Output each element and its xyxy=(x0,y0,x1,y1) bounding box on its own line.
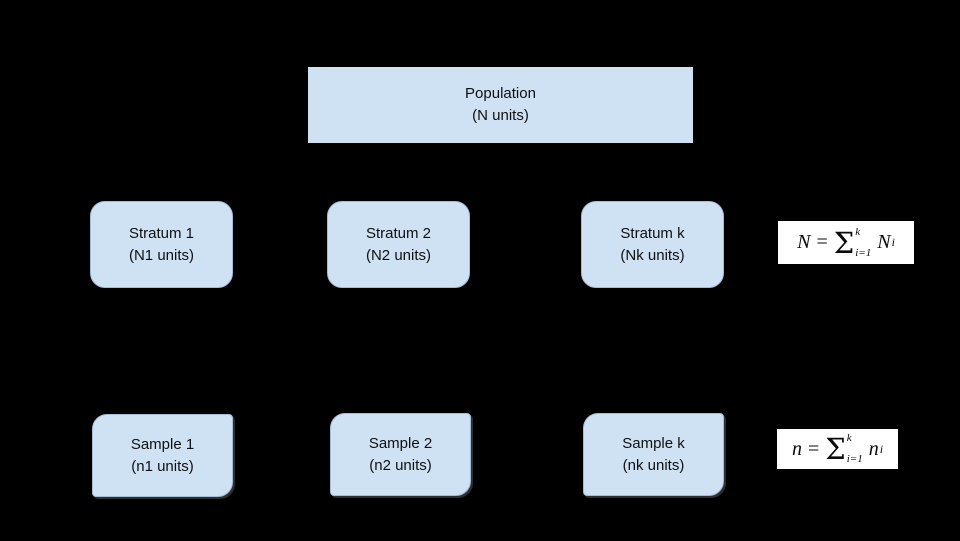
summation-upper-limit: k xyxy=(846,432,852,444)
population-box: Population (N units) xyxy=(308,67,693,143)
summation-upper-limit: k xyxy=(855,225,861,238)
formula-equals: = xyxy=(807,437,820,460)
summation-lower-limit: i=1 xyxy=(855,246,872,259)
stratum-1-box: Stratum 1 (N1 units) xyxy=(90,201,233,288)
sample-1-box: Sample 1 (n1 units) xyxy=(92,408,237,497)
sigma-glyph: Σ xyxy=(833,225,855,260)
sample-2-label: Sample 2 xyxy=(368,434,433,452)
population-label: Population xyxy=(465,85,536,102)
stratum-k-box: Stratum k (Nk units) xyxy=(581,201,724,288)
summation-limits: k i=1 xyxy=(847,433,863,465)
formula-lhs: N xyxy=(797,231,811,253)
sigma-glyph: Σ xyxy=(825,432,846,466)
sample-1-units-label: (n1 units) xyxy=(131,457,194,475)
summation-symbol: Σ k i=1 xyxy=(833,225,872,260)
summation-limits: k i=1 xyxy=(855,225,872,259)
summation-symbol: Σ k i=1 xyxy=(825,433,863,465)
formula-term: N xyxy=(877,231,891,253)
sample-k-box: Sample k (nk units) xyxy=(583,407,728,496)
formula-term: n xyxy=(868,437,879,460)
stratum-2-label: Stratum 2 xyxy=(365,224,432,242)
stratum-1-label: Stratum 1 xyxy=(128,224,195,242)
stratum-2-units-label: (N2 units) xyxy=(365,246,432,264)
stratum-total-formula: N = Σ k i=1 N i xyxy=(778,221,914,264)
formula-lhs: n xyxy=(791,437,802,460)
summation-lower-limit: i=1 xyxy=(846,453,863,465)
population-units-label: (N units) xyxy=(472,107,529,124)
sample-2-units-label: (n2 units) xyxy=(369,456,432,474)
sample-k-units-label: (nk units) xyxy=(622,456,685,474)
formula-term-subscript: i xyxy=(879,441,884,456)
stratum-2-box: Stratum 2 (N2 units) xyxy=(327,201,470,288)
sample-1-label: Sample 1 xyxy=(130,435,195,453)
sample-2-box: Sample 2 (n2 units) xyxy=(330,407,475,496)
sample-k-label: Sample k xyxy=(622,434,685,452)
stratum-1-units-label: (N1 units) xyxy=(128,246,195,264)
formula-term-subscript: i xyxy=(891,235,895,249)
stratum-k-label: Stratum k xyxy=(620,224,685,242)
formula-equals: = xyxy=(816,231,828,253)
stratum-k-units-label: (Nk units) xyxy=(620,246,685,264)
sample-total-formula: n = Σ k i=1 n i xyxy=(777,429,898,469)
